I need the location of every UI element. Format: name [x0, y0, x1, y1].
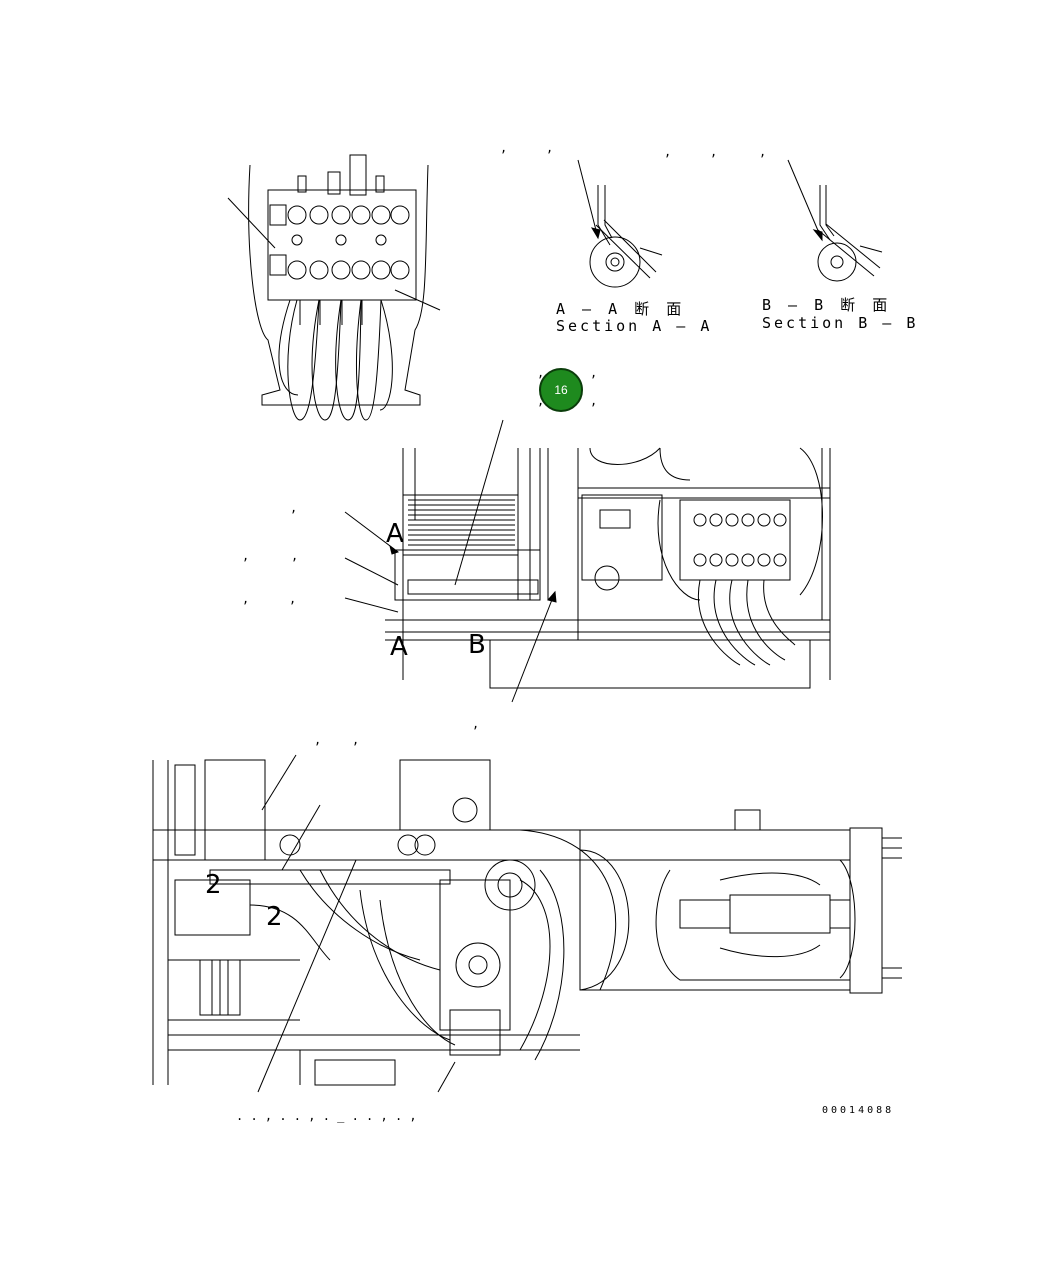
fin-lines [408, 499, 515, 546]
mounting-view [344, 419, 831, 703]
svg-text:. . , . . , . _ . . , . ,: . . , . . , . _ . . , . , [236, 1109, 417, 1123]
svg-text:,: , [291, 549, 298, 563]
valve-bank-mid [693, 513, 787, 567]
section-mark-a-top: A [386, 519, 404, 549]
leader-line [227, 197, 276, 249]
hose-loops [278, 299, 393, 421]
svg-text:,: , [290, 501, 297, 515]
leader-line [344, 511, 399, 553]
section-aa-caption: Section A – A [556, 317, 712, 335]
leader-line [511, 591, 556, 703]
section-bb-view [787, 159, 883, 282]
svg-text:,: , [472, 717, 479, 731]
section-aa-view [577, 159, 663, 288]
svg-text:,: , [352, 733, 359, 747]
leader-line [394, 289, 441, 311]
leader-line [437, 1061, 456, 1093]
leader-line [281, 804, 321, 871]
detail-mark-2-top: 2 [205, 870, 222, 900]
svg-text:,: , [590, 394, 597, 408]
section-bb-title: B – B 断 面 [762, 296, 891, 314]
section-bb-caption: Section B – B [762, 314, 918, 332]
label-tick-marks: ,, ,, , ,, ,, , ,, ,, , ,, . . , . . , .… [236, 141, 766, 1123]
callout-badge[interactable]: 16 [539, 368, 583, 412]
svg-text:,: , [537, 394, 544, 408]
drawing-number: 00014088 [822, 1105, 894, 1116]
svg-text:,: , [590, 366, 597, 380]
callout-badge-number: 16 [554, 383, 568, 397]
svg-text:,: , [759, 145, 766, 159]
svg-text:,: , [537, 366, 544, 380]
valve-spools [269, 204, 410, 280]
svg-text:,: , [314, 733, 321, 747]
svg-text:,: , [289, 592, 296, 606]
section-mark-a-bottom: A [390, 632, 408, 662]
leader-line [257, 859, 357, 1093]
chassis-layout-view [152, 754, 902, 1093]
control-valve-detail [227, 154, 441, 421]
detail-mark-2-lower: 2 [266, 902, 283, 932]
svg-text:,: , [546, 141, 553, 155]
leader-line [454, 419, 504, 586]
svg-text:,: , [664, 145, 671, 159]
section-aa-title: A – A 断 面 [556, 300, 685, 318]
leader-line [344, 597, 399, 613]
leader-line [261, 754, 297, 811]
svg-text:,: , [242, 549, 249, 563]
leader-line [344, 557, 399, 586]
svg-text:,: , [500, 141, 507, 155]
svg-text:,: , [710, 145, 717, 159]
section-mark-b-bottom: B [468, 630, 486, 660]
svg-text:,: , [242, 592, 249, 606]
